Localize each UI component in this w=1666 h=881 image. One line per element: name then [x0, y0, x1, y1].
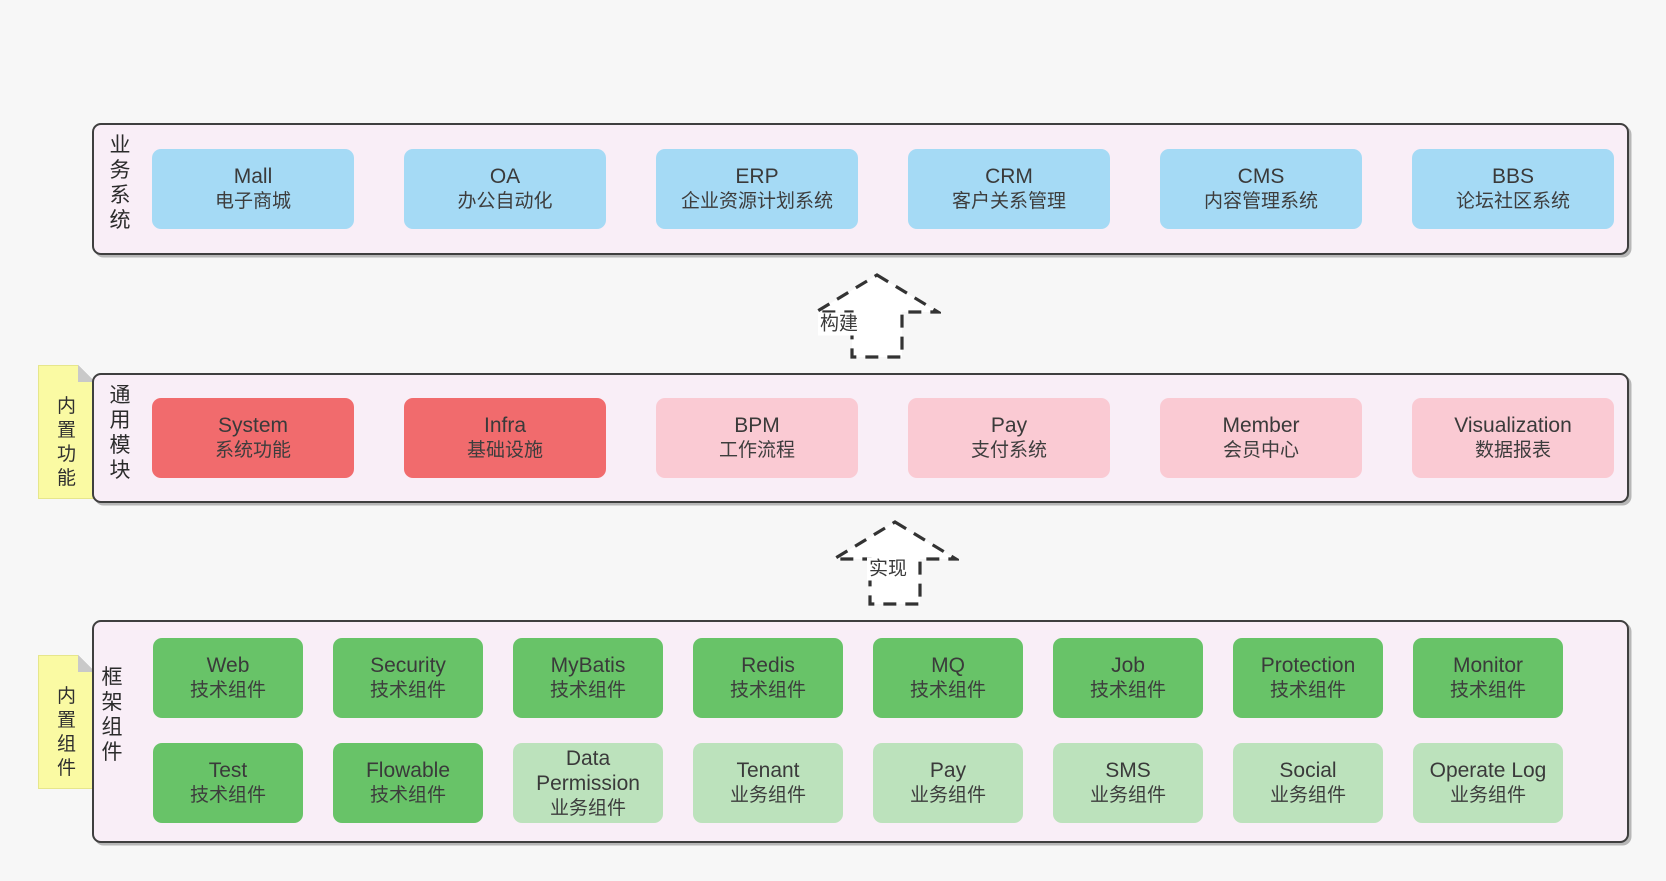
- box-title: OA: [489, 165, 521, 188]
- box-subtitle: 技术组件: [1089, 680, 1166, 701]
- box-subtitle: 业务组件: [549, 797, 626, 819]
- box-subtitle: 电子商城: [214, 191, 291, 212]
- box-social: Social 业务组件: [1233, 743, 1383, 823]
- box-mybatis: MyBatis 技术组件: [513, 638, 663, 718]
- box-flowable: Flowable 技术组件: [333, 743, 483, 823]
- box-title: MQ: [931, 654, 965, 677]
- box-cms: CMS 内容管理系统: [1160, 149, 1362, 229]
- box-bpm: BPM 工作流程: [656, 398, 858, 478]
- box-subtitle: 业务组件: [1269, 785, 1346, 806]
- box-title: SMS: [1105, 759, 1151, 782]
- sticky-note-label: 内置组件: [56, 686, 76, 779]
- box-security: Security 技术组件: [333, 638, 483, 718]
- layer-label-framework-components: 框架组件: [101, 666, 123, 764]
- box-title: MyBatis: [550, 654, 626, 677]
- box-job: Job 技术组件: [1053, 638, 1203, 718]
- box-title: ERP: [735, 165, 779, 188]
- box-pay-component: Pay 业务组件: [873, 743, 1023, 823]
- box-title: Visualization: [1454, 414, 1572, 437]
- box-subtitle: 办公自动化: [457, 191, 553, 212]
- box-subtitle: 系统功能: [214, 440, 291, 461]
- box-title: Data Permission: [536, 746, 640, 795]
- layer-label-common-modules: 通用模块: [109, 384, 131, 482]
- box-title: BPM: [734, 414, 780, 437]
- box-subtitle: 业务组件: [729, 785, 806, 806]
- build-arrow-label: 构建: [817, 312, 861, 336]
- box-subtitle: 业务组件: [1449, 785, 1526, 806]
- box-title: Test: [208, 759, 248, 782]
- box-subtitle: 技术组件: [1269, 680, 1346, 701]
- sticky-note-builtin-components: 内置组件: [38, 655, 95, 789]
- box-system: System 系统功能: [152, 398, 354, 478]
- box-title: BBS: [1491, 165, 1535, 188]
- box-crm: CRM 客户关系管理: [908, 149, 1110, 229]
- layer-label-business-systems: 业务系统: [109, 134, 131, 232]
- box-protection: Protection 技术组件: [1233, 638, 1383, 718]
- common-modules-row: System 系统功能 Infra 基础设施 BPM 工作流程 Pay 支付系统…: [152, 398, 1614, 478]
- implement-arrow-label: 实现: [866, 557, 910, 581]
- box-subtitle: 技术组件: [369, 680, 446, 701]
- box-title: Infra: [483, 414, 527, 437]
- box-title: Pay: [990, 414, 1028, 437]
- box-title: CMS: [1237, 165, 1285, 188]
- box-operate-log: Operate Log 业务组件: [1413, 743, 1563, 823]
- box-member: Member 会员中心: [1160, 398, 1362, 478]
- business-systems-row: Mall 电子商城 OA 办公自动化 ERP 企业资源计划系统 CRM 客户关系…: [152, 149, 1614, 229]
- box-title: Redis: [741, 654, 795, 677]
- box-redis: Redis 技术组件: [693, 638, 843, 718]
- box-subtitle: 技术组件: [369, 785, 446, 806]
- box-subtitle: 内容管理系统: [1203, 191, 1318, 212]
- box-oa: OA 办公自动化: [404, 149, 606, 229]
- box-subtitle: 技术组件: [729, 680, 806, 701]
- box-subtitle: 企业资源计划系统: [680, 191, 833, 212]
- box-subtitle: 技术组件: [189, 785, 266, 806]
- box-title: CRM: [985, 165, 1033, 188]
- box-title: Pay: [929, 759, 967, 782]
- box-title: Flowable: [365, 759, 451, 782]
- box-subtitle: 工作流程: [718, 440, 795, 461]
- framework-components-row-1: Web 技术组件 Security 技术组件 MyBatis 技术组件 Redi…: [153, 638, 1563, 718]
- box-mall: Mall 电子商城: [152, 149, 354, 229]
- box-title: Tenant: [736, 759, 800, 782]
- box-title: Monitor: [1452, 654, 1524, 677]
- box-subtitle: 技术组件: [189, 680, 266, 701]
- box-title: Social: [1279, 759, 1337, 782]
- build-arrow-icon: [813, 273, 941, 359]
- box-subtitle: 技术组件: [549, 680, 626, 701]
- box-subtitle: 业务组件: [1089, 785, 1166, 806]
- box-subtitle: 技术组件: [1449, 680, 1526, 701]
- sticky-note-label: 内置功能: [56, 396, 76, 489]
- framework-components-row-2: Test 技术组件 Flowable 技术组件 Data Permission …: [153, 743, 1563, 823]
- box-subtitle: 论坛社区系统: [1455, 191, 1570, 212]
- box-visualization: Visualization 数据报表: [1412, 398, 1614, 478]
- box-sms: SMS 业务组件: [1053, 743, 1203, 823]
- box-subtitle: 数据报表: [1474, 440, 1551, 461]
- box-subtitle: 业务组件: [909, 785, 986, 806]
- sticky-note-builtin-functions: 内置功能: [38, 365, 95, 499]
- box-subtitle: 基础设施: [466, 440, 543, 461]
- box-title: Protection: [1260, 654, 1356, 677]
- box-test: Test 技术组件: [153, 743, 303, 823]
- box-title: Web: [206, 654, 250, 677]
- box-subtitle: 客户关系管理: [951, 191, 1066, 212]
- box-mq: MQ 技术组件: [873, 638, 1023, 718]
- box-title: Mall: [233, 165, 273, 188]
- box-title: Job: [1111, 654, 1145, 677]
- box-bbs: BBS 论坛社区系统: [1412, 149, 1614, 229]
- box-web: Web 技术组件: [153, 638, 303, 718]
- box-pay-system: Pay 支付系统: [908, 398, 1110, 478]
- box-title: Member: [1222, 414, 1300, 437]
- box-title: Operate Log: [1429, 759, 1547, 782]
- box-erp: ERP 企业资源计划系统: [656, 149, 858, 229]
- box-tenant: Tenant 业务组件: [693, 743, 843, 823]
- box-subtitle: 会员中心: [1222, 440, 1299, 461]
- box-infra: Infra 基础设施: [404, 398, 606, 478]
- box-title: Security: [370, 654, 446, 677]
- box-subtitle: 技术组件: [909, 680, 986, 701]
- box-title: System: [217, 414, 288, 437]
- box-subtitle: 支付系统: [970, 440, 1047, 461]
- box-data-permission: Data Permission 业务组件: [513, 743, 663, 823]
- box-monitor: Monitor 技术组件: [1413, 638, 1563, 718]
